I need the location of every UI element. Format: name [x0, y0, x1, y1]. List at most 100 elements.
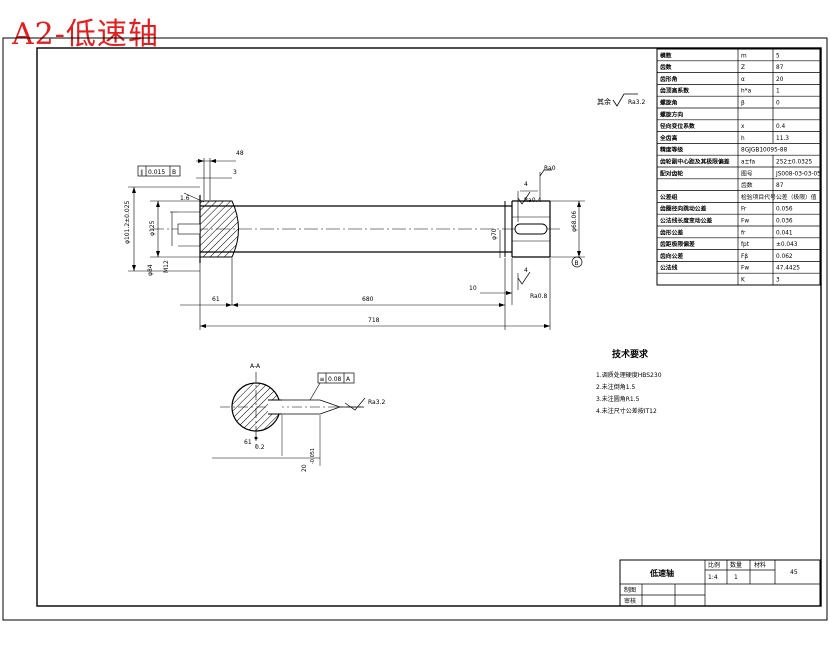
dim-61: 61: [212, 296, 220, 303]
dim-phi-right: φ68.06: [571, 211, 578, 232]
drawing-title: A2-低速轴: [12, 17, 159, 52]
tb-material: 45: [790, 569, 798, 576]
tb-qty: 1: [734, 574, 738, 581]
dim-4b: 4: [524, 267, 528, 274]
tb-ratio: 1:4: [708, 574, 718, 581]
svg-text:A: A: [346, 376, 351, 383]
param-symbol: 检验项目代号: [741, 193, 776, 201]
param-value: 87: [776, 65, 784, 71]
shaft-main-view: [150, 195, 560, 263]
param-value: 0.041: [776, 230, 793, 236]
roughness-marks: [517, 169, 552, 285]
param-name: 螺旋角: [660, 99, 678, 107]
param-value: 0.062: [776, 254, 793, 260]
param-name: 配对齿轮: [660, 169, 683, 177]
svg-text:B: B: [172, 169, 176, 176]
tb-ratio-header: 比例: [708, 561, 720, 569]
section-roughness: Ra3.2: [368, 399, 385, 406]
dimension-arrows: [132, 159, 581, 328]
dim-680: 680: [362, 296, 374, 303]
param-value: 公差（极限）值: [776, 193, 817, 201]
svg-text:≡: ≡: [320, 376, 325, 383]
param-name: 齿轮副中心距及其极限偏差: [660, 158, 730, 166]
param-name: 公法线长度变动公差: [660, 217, 712, 225]
geometric-tolerance-frame: ∥ 0.015 B: [137, 165, 181, 177]
param-value: 87: [776, 183, 784, 189]
dim-4: 4: [524, 181, 528, 188]
svg-text:其余: 其余: [597, 97, 611, 106]
param-value: 47.4425: [776, 266, 800, 272]
param-name: 齿顶高系数: [660, 87, 689, 95]
param-symbol: K: [741, 278, 745, 284]
param-value: JS008-03-03-05: [775, 171, 821, 177]
svg-text:0.2: 0.2: [255, 444, 265, 451]
svg-text:-0.051: -0.051: [310, 448, 316, 464]
dim-m12: M12: [163, 260, 170, 273]
inner-border: [36, 47, 822, 607]
svg-text:0.015: 0.015: [148, 169, 165, 176]
tech-req-item: 1.调质处理硬度HBS230: [596, 371, 662, 379]
tech-requirements: 技术要求 1.调质处理硬度HBS230 2.未注倒角1.5 3.未注圆角R1.5…: [596, 348, 662, 415]
dimension-lines: [128, 158, 585, 330]
param-name: 齿圈径向跳动公差: [660, 205, 707, 213]
tb-material-header: 材料: [754, 561, 766, 569]
dim-10: 10: [469, 285, 477, 292]
param-value: 0.036: [776, 219, 793, 225]
tb-checked: 审核: [624, 597, 636, 605]
svg-text:Ra3.2: Ra3.2: [628, 99, 645, 106]
param-name: 公法线: [660, 264, 678, 272]
dim-phi84: φ84: [147, 264, 154, 276]
param-value: 3: [776, 278, 780, 284]
param-name: 螺旋方向: [660, 110, 683, 118]
param-symbol: fpt: [741, 242, 750, 248]
dim-3: 3: [233, 169, 237, 176]
dim-48: 48: [236, 150, 244, 157]
param-name: 模数: [660, 51, 672, 59]
param-name: 全齿高: [659, 134, 678, 142]
param-symbol: a±fa: [741, 160, 755, 166]
tb-drawn: 制图: [624, 586, 636, 594]
param-value: 252±0.0325: [776, 160, 813, 166]
param-name: 齿形公差: [660, 228, 683, 236]
section-view: A-A Ra3.2 ≡ 0.08 A 61 0.2 20 -0.051: [212, 363, 385, 472]
tb-qty-header: 数量: [730, 561, 742, 569]
part-name: 低速轴: [649, 568, 674, 578]
param-symbol: 图号: [741, 169, 753, 177]
param-value: 11.3: [776, 136, 789, 142]
param-name: 齿数: [660, 63, 672, 71]
dim-ra-rt: Ra0: [544, 165, 556, 172]
param-name: 齿向公差: [660, 252, 683, 260]
param-name: 齿形角: [660, 75, 678, 83]
param-symbol: h: [741, 136, 745, 142]
param-symbol: Fw: [741, 266, 749, 272]
param-symbol: 齿数: [741, 181, 753, 189]
svg-text:∥: ∥: [140, 169, 143, 176]
title-block: [619, 559, 821, 607]
param-symbol: x: [741, 124, 745, 130]
dim-1-6: 1.6: [180, 195, 190, 202]
tech-req-item: 3.未注圆角R1.5: [596, 395, 640, 403]
dim-ra-mid: Ra0.8: [530, 293, 547, 300]
param-symbol: m: [741, 53, 747, 59]
param-value: 0.4: [776, 124, 786, 130]
param-symbol: Fw: [741, 219, 749, 225]
dim-phi70: φ70: [491, 228, 498, 240]
param-value: 0.056: [776, 207, 793, 213]
param-name: 公差组: [660, 193, 678, 201]
tech-requirements-title: 技术要求: [612, 348, 649, 360]
dim-ra-top: Ra0.4: [524, 197, 541, 204]
param-name: 齿距极限偏差: [660, 240, 695, 248]
param-value: 5: [776, 53, 780, 59]
tech-req-item: 2.未注倒角1.5: [596, 383, 635, 391]
dimension-texts: 48 3 1.6 φ101.2±0.025 φ125 φ84 M12 φ70 φ…: [124, 150, 578, 324]
tech-req-item: 4.未注尺寸公差按IT12: [596, 407, 657, 415]
title-block-text: 低速轴 比例 数量 材料 1:4 1 45 制图 审核: [624, 561, 798, 605]
param-symbol: h*a: [741, 89, 752, 95]
param-symbol: Fβ: [741, 254, 748, 260]
param-symbol: fr: [741, 230, 746, 236]
param-symbol: Z: [741, 65, 745, 71]
svg-text:B: B: [575, 260, 579, 267]
param-symbol: Fr: [741, 207, 747, 213]
